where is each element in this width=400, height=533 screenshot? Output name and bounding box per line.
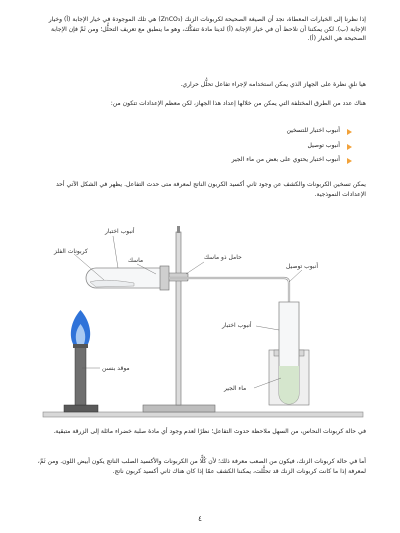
label-test-tube-top: أنبوب اختبار	[104, 227, 135, 235]
flame-inner	[75, 324, 86, 344]
paragraph-apparatus-intro: هيا نلقِ نظرة على الجهاز الذي يمكن استخد…	[180, 81, 366, 88]
bullet-triangle-icon	[347, 158, 352, 164]
heated-test-tube	[85, 265, 170, 291]
thermal-decomposition-diagram: أنبوب اختبار كربونات الفلز ماسك حامل ذو …	[42, 226, 364, 418]
label-metal-carbonate: كربونات الفلز	[53, 248, 88, 255]
limewater	[279, 366, 299, 404]
metal-carbonate-powder	[89, 279, 135, 288]
limewater-test-tube	[268, 301, 310, 406]
bench	[42, 411, 364, 418]
paragraph-answer-explanation: إذا نظرنا إلى الخيارات المعطاة، نجد أن ا…	[48, 16, 366, 43]
page-number: ٤	[198, 515, 202, 523]
bung	[159, 265, 170, 291]
label-test-tube-right: أنبوب اختبار	[221, 321, 252, 329]
label-limewater: ماء الجير	[223, 385, 246, 392]
bullet-triangle-icon	[347, 143, 352, 150]
paragraph-setup-description: هناك عدد من الطرق المختلفة التي يمكن من …	[110, 100, 366, 107]
paragraph-heating-carbonates: يمكن تسخين الكربونات والكشف عن وجود ثاني…	[55, 181, 366, 198]
label-clamp-holder: حامل ذو ماسك	[204, 254, 242, 261]
paragraph-copper-carbonate: في حالة كربونات النحاس، من السهل ملاحظة …	[53, 428, 366, 435]
paragraph-zinc-carbonate: أما في حالة كربونات الزنك، فيكون من الصع…	[37, 458, 366, 475]
list-item: أنبوب توصيل	[52, 139, 352, 154]
label-clamp: ماسك	[128, 257, 143, 264]
label-bunsen-burner: موقد بنسن	[102, 365, 130, 372]
list-item: أنبوب اختبار يحتوي على بعض من ماء الجير	[52, 153, 352, 168]
bullet-triangle-icon	[347, 129, 352, 135]
bunsen-burner	[63, 310, 99, 413]
list-item: أنبوب اختبار للتسخين	[52, 124, 352, 139]
apparatus-list: أنبوب اختبار للتسخين أنبوب توصيل أنبوب ا…	[52, 124, 352, 168]
label-delivery-tube: أنبوب توصيل	[286, 262, 318, 270]
